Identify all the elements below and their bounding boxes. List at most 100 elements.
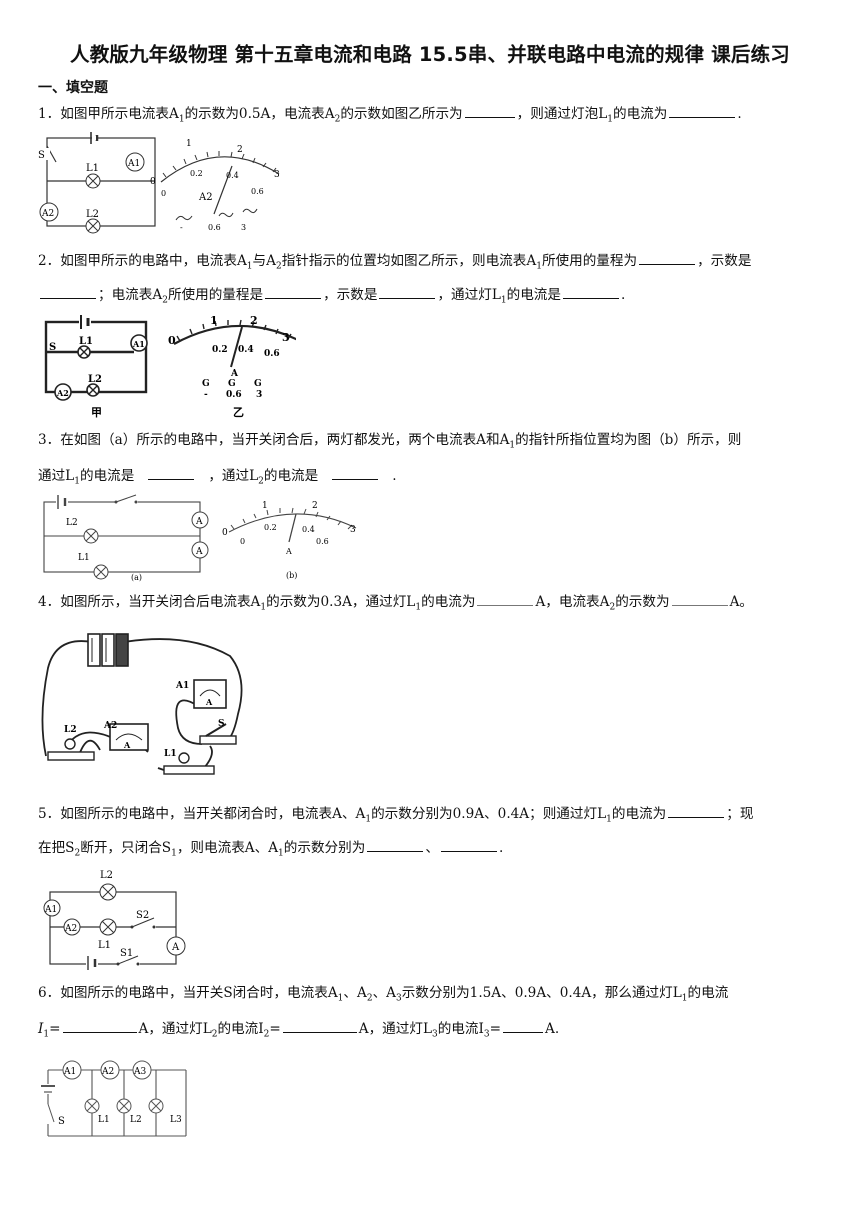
svg-text:2: 2 (250, 314, 258, 327)
page-title: 人教版九年级物理 第十五章电流和电路 15.5串、并联电路中电流的规律 课后练习 (70, 43, 790, 66)
svg-text:A2: A2 (198, 192, 213, 203)
svg-text:0.6: 0.6 (251, 187, 264, 196)
svg-text:2: 2 (237, 145, 243, 155)
svg-text:1: 1 (210, 314, 218, 327)
svg-text:0: 0 (161, 189, 166, 198)
svg-text:L1: L1 (78, 553, 90, 563)
svg-text:A2: A2 (101, 1067, 114, 1077)
answer-blank[interactable] (639, 250, 696, 265)
answer-blank[interactable] (668, 803, 725, 818)
answer-blank[interactable] (282, 1018, 357, 1033)
question-3-line-1: 3．在如图（a）所示的电路中，当开关闭合后，两灯都发光，两个电流表A和A1的指针… (38, 432, 742, 451)
svg-text:A2: A2 (56, 388, 69, 398)
answer-blank[interactable] (477, 591, 534, 606)
question-6-line-1: 6．如图所示的电路中，当开关S闭合时，电流表A1、A2、A3示数分别为1.5A、… (38, 985, 729, 1004)
svg-text:L1: L1 (164, 749, 177, 759)
svg-text:3: 3 (274, 170, 280, 180)
svg-text:L1: L1 (79, 336, 93, 347)
svg-text:A2: A2 (64, 924, 77, 934)
switch-label: S (38, 150, 45, 161)
question-2-line-1: 2．如图甲所示的电路中，电流表A1与A2指针指示的位置均如图乙所示，则电流表A1… (38, 250, 838, 277)
question-5-line-1: 5．如图所示的电路中，当开关都闭合时，电流表A、A1的示数分别为0.9A、0.4… (38, 803, 838, 830)
svg-text:A2: A2 (41, 209, 54, 219)
svg-text:L1: L1 (86, 163, 99, 174)
svg-text:3: 3 (241, 223, 246, 232)
section-heading: 一、填空题 (38, 80, 108, 96)
svg-text:L2: L2 (100, 870, 113, 881)
svg-text:S2: S2 (136, 910, 149, 921)
svg-text:0.6: 0.6 (316, 537, 329, 546)
svg-text:G: G (254, 379, 262, 389)
svg-text:0: 0 (222, 528, 228, 538)
svg-text:0.4: 0.4 (238, 345, 254, 355)
svg-text:A3: A3 (133, 1067, 146, 1077)
svg-text:L2: L2 (66, 518, 78, 528)
svg-text:0.6: 0.6 (226, 390, 242, 400)
svg-text:0: 0 (150, 177, 156, 187)
svg-text:0.2: 0.2 (212, 345, 228, 355)
answer-blank[interactable] (669, 103, 736, 118)
svg-text:1: 1 (262, 501, 268, 511)
answer-blank[interactable] (671, 591, 728, 606)
q3-circuit-figure: A A L2 L1 (a) 1 2 3 0 0 0.2 0.4 0.6 A (b… (43, 494, 357, 582)
svg-text:A: A (195, 547, 203, 557)
svg-text:3: 3 (350, 525, 356, 535)
svg-text:A: A (123, 740, 131, 750)
svg-text:0: 0 (240, 537, 245, 546)
svg-text:0: 0 (168, 334, 176, 347)
svg-text:S: S (218, 719, 225, 729)
svg-text:(a): (a) (131, 573, 142, 582)
svg-text:A: A (230, 369, 239, 379)
question-5-line-2: 在把S2断开，只闭合S1，则电流表A、A1的示数分别为、. (38, 837, 838, 864)
svg-text:A2: A2 (103, 721, 117, 731)
svg-text:G: G (228, 379, 236, 389)
svg-text:(b): (b) (286, 571, 297, 580)
svg-text:0.2: 0.2 (264, 523, 277, 532)
svg-text:3: 3 (282, 331, 290, 344)
question-2-line-2: ；电流表A2所使用的量程是，示数是，通过灯L1的电流是. (38, 284, 838, 311)
svg-text:L2: L2 (130, 1115, 142, 1125)
svg-text:0.6: 0.6 (264, 349, 280, 359)
svg-text:A: A (171, 942, 180, 953)
q1-circuit-figure: S L1 L2 A1 A2 1 2 3 0 0.2 0.4 0.6 0 A2 (38, 132, 280, 234)
question-1-text: 1．如图甲所示电流表A1的示数为0.5A，电流表A2的示数如图乙所示为，则通过灯… (38, 103, 838, 130)
svg-text:2: 2 (312, 501, 318, 511)
question-3-line-2: 通过L1的电流是，通过L2的电流是. (38, 465, 838, 492)
answer-blank[interactable] (332, 465, 379, 480)
answer-blank[interactable] (40, 284, 96, 299)
answer-blank[interactable] (562, 284, 619, 299)
answer-blank[interactable] (265, 284, 322, 299)
q5-circuit-figure: L2 A1 A2 L1 S2 A S1 (43, 870, 186, 970)
svg-text:A1: A1 (175, 681, 189, 691)
svg-text:1: 1 (186, 139, 192, 149)
q4-physical-circuit-figure: A A1 S A A2 L2 L1 (41, 633, 243, 775)
svg-text:0.4: 0.4 (226, 171, 239, 180)
svg-text:L2: L2 (64, 725, 77, 735)
question-6-line-2: I1=A，通过灯L2的电流I2=A，通过灯L3的电流I3=A. (38, 1018, 838, 1045)
svg-text:0.2: 0.2 (190, 169, 203, 178)
svg-text:S: S (49, 342, 56, 353)
figure-caption-jia: 甲 (91, 406, 102, 419)
answer-blank[interactable] (62, 1018, 137, 1033)
svg-text:G: G (202, 379, 210, 389)
svg-text:A1: A1 (44, 905, 57, 915)
svg-text:A1: A1 (63, 1067, 76, 1077)
svg-text:3: 3 (256, 390, 262, 400)
answer-blank[interactable] (503, 1018, 543, 1033)
svg-text:A1: A1 (132, 339, 145, 349)
answer-blank[interactable] (367, 837, 424, 852)
answer-blank[interactable] (440, 837, 497, 852)
svg-text:A: A (195, 517, 203, 527)
svg-text:A1: A1 (127, 159, 140, 169)
answer-blank[interactable] (148, 465, 195, 480)
answer-blank[interactable] (379, 284, 436, 299)
svg-text:S: S (58, 1116, 65, 1127)
q6-circuit-figure: A1 A2 A3 S L1 L2 L3 (41, 1060, 187, 1137)
svg-text:L2: L2 (86, 209, 99, 220)
svg-text:S1: S1 (120, 948, 133, 959)
svg-text:0.6: 0.6 (208, 223, 221, 232)
answer-blank[interactable] (464, 103, 515, 118)
svg-text:L2: L2 (88, 374, 102, 385)
